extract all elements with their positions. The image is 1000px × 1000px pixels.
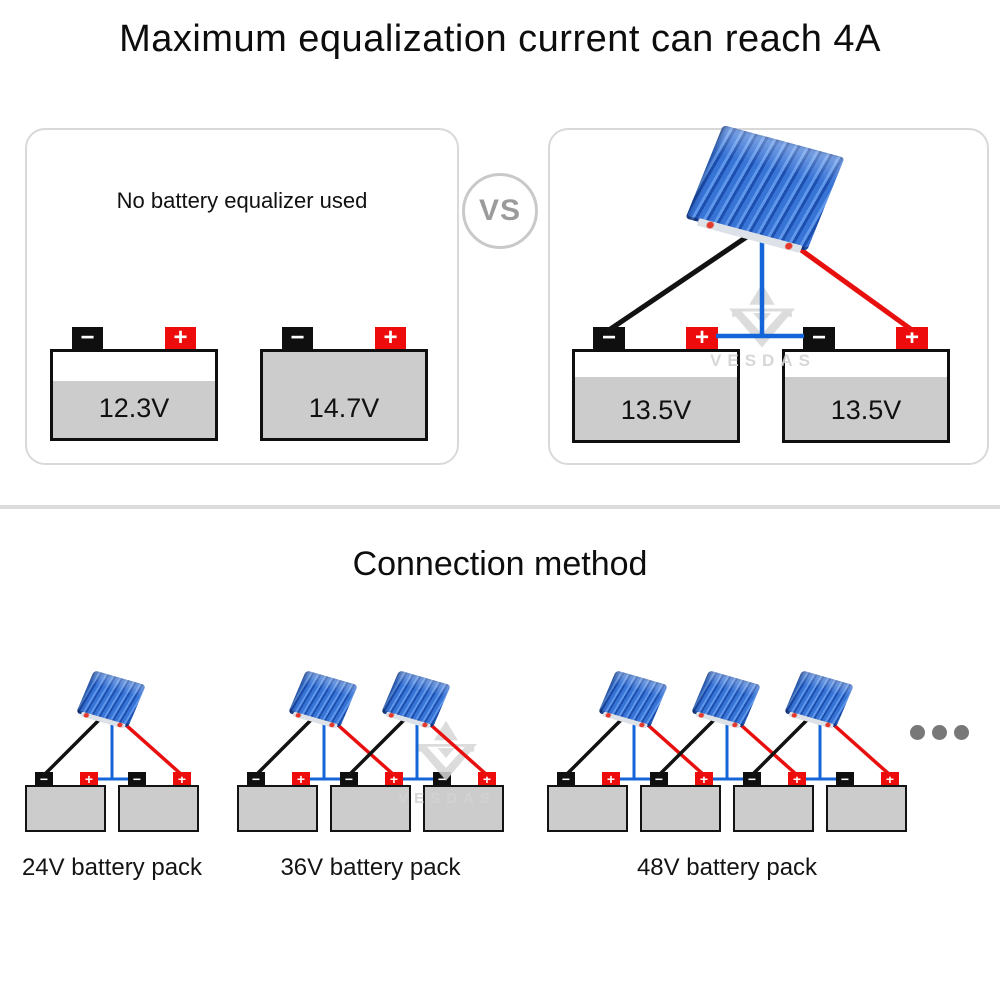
wire-positive [116,716,184,777]
battery: 13.5V [782,349,950,443]
battery-charge-level [120,787,197,830]
negative-terminal: − [803,326,835,350]
positive-terminal: + [292,772,310,786]
battery [118,785,199,832]
battery: 13.5V [572,349,740,443]
positive-terminal: + [881,772,899,786]
negative-terminal: − [593,326,625,350]
positive-terminal: + [686,326,718,350]
ellipsis-dot [910,725,925,740]
negative-terminal: − [282,326,313,350]
equalizer-device [690,670,762,728]
ellipsis-dot [932,725,947,740]
wire-positive [731,716,799,777]
positive-terminal: + [385,772,403,786]
battery [423,785,504,832]
wire-negative [564,716,625,777]
battery-charge-level [53,381,215,438]
negative-terminal: − [247,772,265,786]
section-divider [0,505,1000,509]
equalizer-device [287,670,359,728]
wire-positive [328,716,396,777]
battery-charge-level [27,787,104,830]
negative-terminal: − [557,772,575,786]
wire-negative [347,716,408,777]
battery [826,785,907,832]
wire-positive [824,716,892,777]
battery-charge-level [263,352,425,438]
panel-caption: No battery equalizer used [116,188,368,213]
equalizer-device [75,670,147,728]
battery [237,785,318,832]
wire-negative [750,716,811,777]
equalizer-device [597,670,669,728]
negative-terminal: − [836,772,854,786]
battery-voltage-label: 12.3V [98,393,170,423]
battery-charge-level [575,376,737,440]
positive-terminal: + [896,326,928,350]
positive-terminal: + [375,326,406,350]
battery [25,785,106,832]
wire-negative [254,716,315,777]
battery-charge-level [332,787,409,830]
battery-charge-level [642,787,719,830]
battery-charge-level [785,376,947,440]
positive-terminal: + [173,772,191,786]
equalizer-device [783,670,855,728]
battery-voltage-label: 13.5V [620,395,692,425]
negative-terminal: − [743,772,761,786]
battery-charge-level [735,787,812,830]
battery-charge-level [425,787,502,830]
connection-heading: Connection method [352,545,648,583]
battery [733,785,814,832]
positive-terminal: + [165,326,196,350]
negative-terminal: − [650,772,668,786]
brand-watermark-logo [410,720,482,782]
negative-terminal: − [35,772,53,786]
negative-terminal: − [340,772,358,786]
positive-terminal: + [695,772,713,786]
wire-negative [657,716,718,777]
battery [547,785,628,832]
pack-label: 48V battery pack [636,854,818,881]
battery-voltage-label: 14.7V [308,393,380,423]
more-packs-ellipsis [910,725,976,740]
ellipsis-dot [954,725,969,740]
brand-watermark-logo [723,283,801,349]
battery [640,785,721,832]
pack-label: 36V battery pack [280,854,461,881]
vs-badge: VS [462,173,538,249]
brand-watermark-text: VESDAS [398,790,496,807]
battery-charge-level [549,787,626,830]
battery: 14.7V [260,349,428,441]
page-title: Maximum equalization current can reach 4… [119,18,881,60]
battery-voltage-label: 13.5V [830,395,902,425]
vs-label: VS [478,194,522,227]
battery [330,785,411,832]
positive-terminal: + [80,772,98,786]
wire-negative [42,716,103,777]
negative-terminal: − [128,772,146,786]
battery: 12.3V [50,349,218,441]
battery-charge-level [828,787,905,830]
negative-terminal: − [72,326,103,350]
positive-terminal: + [602,772,620,786]
pack-label: 24V battery pack [21,854,203,881]
wire-positive [638,716,706,777]
battery-charge-level [239,787,316,830]
brand-watermark-text: VESDAS [710,351,816,370]
positive-terminal: + [788,772,806,786]
